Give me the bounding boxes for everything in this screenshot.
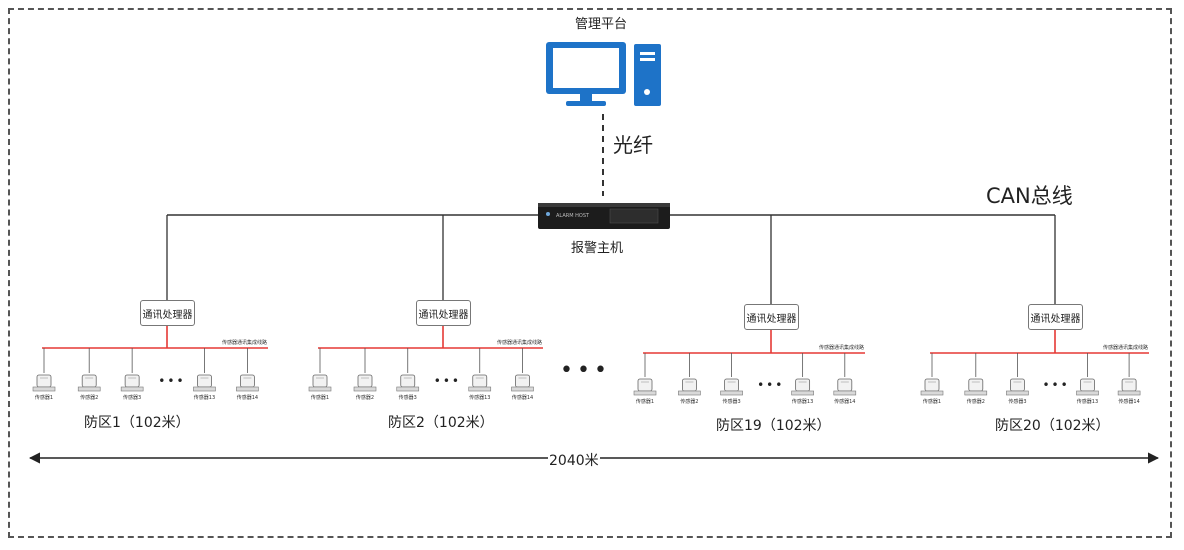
sensor-label: 传感器2 <box>80 395 99 401</box>
sensor-bus-caption: 传感器通讯集成线路 <box>497 340 543 346</box>
sensor-icon <box>791 378 814 396</box>
sensor-label: 传感器1 <box>635 399 655 405</box>
sensor-icon <box>720 378 743 396</box>
sensor-label: 传感器13 <box>1076 399 1099 405</box>
sensor-ellipsis: ••• <box>433 374 461 388</box>
sensor-label: 传感器1 <box>922 399 942 405</box>
sensor-icon <box>353 374 377 392</box>
sensor-label: 传感器1 <box>34 395 54 401</box>
sensor-icon <box>77 374 101 392</box>
comm-processor-box: 通讯处理器 <box>744 304 799 330</box>
fiber-label: 光纤 <box>613 133 653 157</box>
zones-layer <box>32 215 1149 396</box>
sensor-icon <box>633 378 657 396</box>
sensor-icon <box>1117 378 1141 396</box>
computer-icon <box>546 42 661 106</box>
sensor-label: 传感器2 <box>355 395 375 401</box>
alarm-host-panel-text: ALARM HOST <box>556 213 590 219</box>
sensor-label: 传感器2 <box>680 399 699 405</box>
sensor-icon <box>678 378 701 396</box>
sensor-icon <box>964 378 988 396</box>
total-length-label: 2040米 <box>548 450 600 470</box>
sensor-label: 传感器1 <box>310 395 330 401</box>
sensor-label: 传感器3 <box>1008 399 1027 405</box>
sensor-icon <box>236 374 259 392</box>
can-bus-label: CAN总线 <box>986 184 1073 208</box>
sensor-icon <box>1006 378 1029 396</box>
zone-title: 防区20（102米） <box>995 418 1110 434</box>
sensor-icon <box>396 374 420 392</box>
sensor-label: 传感器2 <box>966 399 985 405</box>
alarm-host-label: 报警主机 <box>571 241 624 256</box>
zones-ellipsis: ••• <box>560 358 611 383</box>
management-platform-label: 管理平台 <box>575 17 628 32</box>
comm-processor-box: 通讯处理器 <box>140 300 195 326</box>
sensor-icon <box>193 374 216 392</box>
sensor-icon <box>32 374 56 392</box>
sensor-bus-caption: 传感器通讯集成线路 <box>222 340 268 346</box>
sensor-ellipsis: ••• <box>1042 378 1070 392</box>
sensor-label: 传感器14 <box>834 399 856 405</box>
alarm-host-icon <box>538 203 670 229</box>
sensor-label: 传感器13 <box>469 395 491 401</box>
sensor-icon <box>308 374 332 392</box>
sensor-label: 传感器14 <box>511 395 534 401</box>
sensor-bus-caption: 传感器通讯集成线路 <box>1103 345 1149 351</box>
sensor-icon <box>120 374 144 392</box>
comm-processor-box: 通讯处理器 <box>1028 304 1083 330</box>
zone-title: 防区2（102米） <box>388 415 494 431</box>
sensor-icon <box>468 374 492 392</box>
sensor-ellipsis: ••• <box>757 378 785 392</box>
zone-title: 防区1（102米） <box>84 415 190 431</box>
sensor-icon <box>511 374 534 392</box>
sensor-label: 传感器14 <box>236 395 259 401</box>
sensor-icon <box>920 378 944 396</box>
sensor-icon <box>1076 378 1099 396</box>
sensor-label: 传感器14 <box>1118 399 1140 405</box>
sensor-bus-caption: 传感器通讯集成线路 <box>819 345 865 351</box>
sensor-label: 传感器13 <box>791 399 814 405</box>
zone-title: 防区19（102米） <box>716 418 831 434</box>
sensor-label: 传感器3 <box>722 399 741 405</box>
sensor-icon <box>833 378 857 396</box>
sensor-ellipsis: ••• <box>158 374 186 388</box>
sensor-label: 传感器13 <box>193 395 216 401</box>
comm-processor-box: 通讯处理器 <box>416 300 471 326</box>
diagram-frame <box>8 8 1172 538</box>
sensor-label: 传感器3 <box>398 395 417 401</box>
sensor-label: 传感器3 <box>123 395 142 401</box>
